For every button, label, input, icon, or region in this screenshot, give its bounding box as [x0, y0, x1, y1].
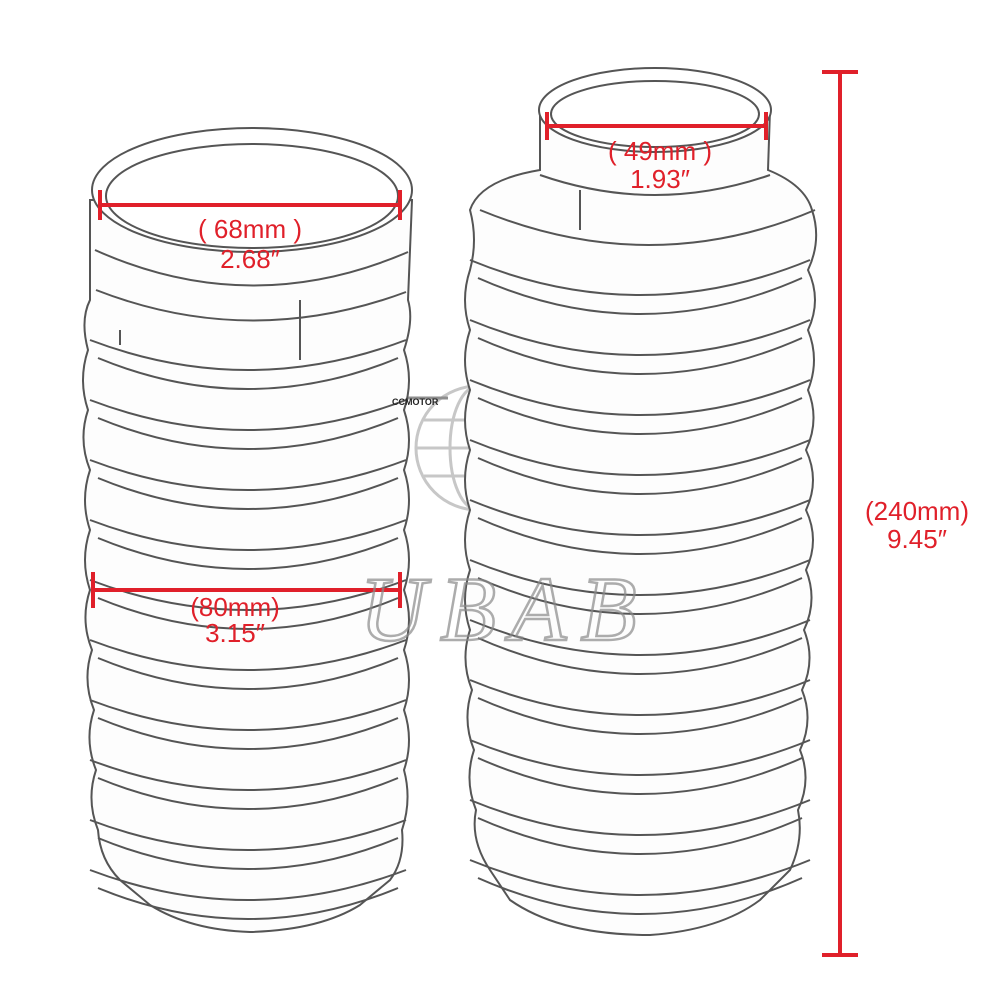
- boot-rib: [469, 559, 811, 596]
- boot-rib: [469, 259, 811, 296]
- boot-rib: [97, 597, 399, 630]
- watermark-small-logo-text: CCMOTOR: [392, 397, 439, 407]
- boot-rib: [89, 699, 407, 731]
- boot-rib: [89, 399, 407, 431]
- boot-rib: [97, 887, 399, 920]
- boot-rib: [89, 339, 407, 371]
- boot-rib: [469, 439, 811, 476]
- boot-rib: [469, 799, 811, 836]
- length-inch-label: 9.45″: [887, 524, 947, 554]
- boot-rib: [469, 619, 811, 656]
- boot-rib: [97, 357, 399, 390]
- boot-rib: [477, 517, 803, 555]
- right-top-inch-label: 1.93″: [630, 164, 690, 194]
- boot-rib: [89, 819, 407, 851]
- boot-rib: [97, 417, 399, 450]
- boot-rib: [97, 717, 399, 750]
- boot-rib: [89, 869, 407, 901]
- right-top-mm-label: ( 49mm ): [608, 136, 712, 166]
- left-top-mm-label: ( 68mm ): [198, 214, 302, 244]
- left-body-inch-label: 3.15″: [205, 618, 265, 648]
- left-fork-boot: [82, 127, 414, 934]
- right-fork-boot: [464, 67, 818, 937]
- watermark-brand-text: UBAB: [359, 558, 650, 660]
- boot-rib: [97, 837, 399, 870]
- boot-rib: [97, 777, 399, 810]
- boot-rib: [477, 757, 803, 795]
- boot-rib: [89, 459, 407, 491]
- boot-rib: [89, 579, 407, 611]
- boot-rib: [97, 537, 399, 570]
- boot-rib: [97, 477, 399, 510]
- boot-rib: [97, 657, 399, 690]
- boot-rib: [89, 639, 407, 671]
- boot-rib: [477, 877, 803, 915]
- boot-rib: [469, 679, 811, 716]
- boot-rib: [89, 759, 407, 791]
- left-boot-ribs: [89, 339, 407, 920]
- left-top-inch-label: 2.68″: [220, 244, 280, 274]
- boot-rib: [89, 519, 407, 551]
- boot-rib: [469, 739, 811, 776]
- boot-rib: [477, 337, 803, 375]
- boot-rib: [469, 379, 811, 416]
- boot-rib: [477, 277, 803, 315]
- boot-rib: [477, 397, 803, 435]
- boot-rib: [469, 319, 811, 356]
- boot-rib: [477, 577, 803, 615]
- boot-rib: [469, 499, 811, 536]
- right-boot-ribs: [469, 259, 811, 915]
- length-mm-label: (240mm): [864, 496, 969, 526]
- boot-rib: [477, 817, 803, 855]
- left-body-mm-label: (80mm): [190, 592, 280, 622]
- boot-rib: [477, 697, 803, 735]
- boot-rib: [477, 637, 803, 675]
- boot-rib: [477, 457, 803, 495]
- boot-rib: [469, 859, 811, 896]
- dimension-lines: [91, 70, 858, 957]
